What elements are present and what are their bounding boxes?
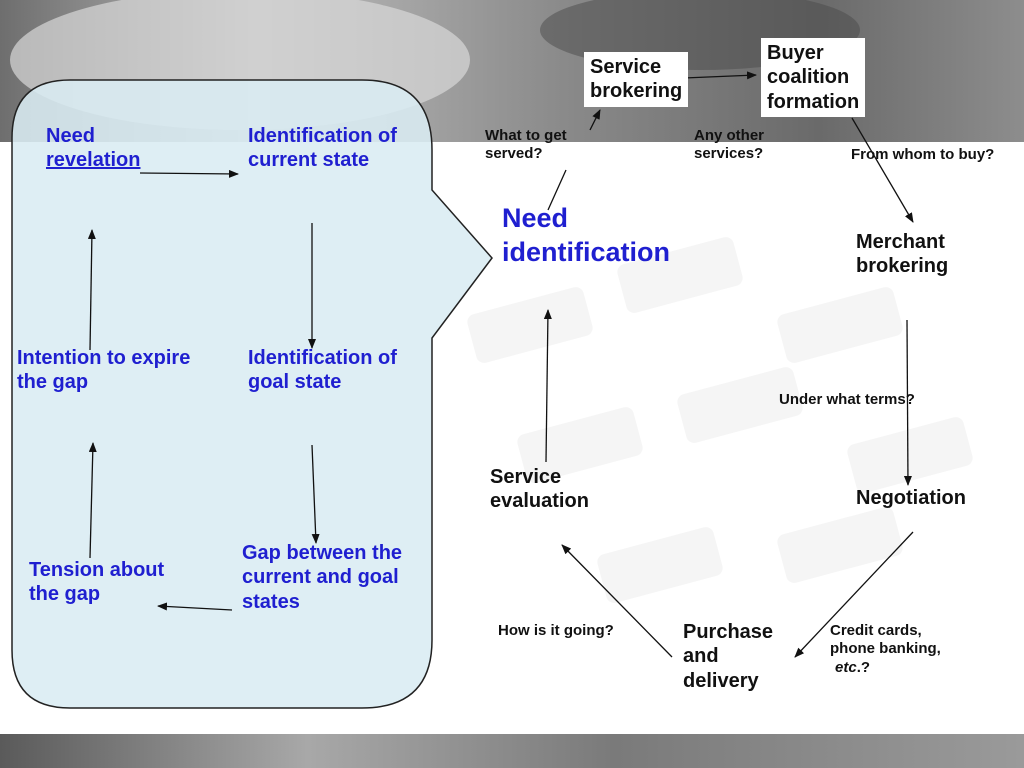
arrow-need-to-service-brokering xyxy=(547,169,567,211)
identification-goal-label: Identification of goal state xyxy=(248,347,397,394)
merchant-brokering-node: Merchant brokering xyxy=(856,231,949,278)
arrow-to-service-brokering xyxy=(589,109,601,131)
intention-expire-label: Intention to expire the gap xyxy=(17,347,191,394)
buyer-coalition-node: Buyer coalition formation xyxy=(761,38,866,118)
need-revelation-label: Need revelation xyxy=(46,125,141,172)
arrow-tension-to-intention xyxy=(88,442,97,559)
purchase-delivery-node: Purchase and delivery xyxy=(683,621,774,692)
need-identification-node: Need identification xyxy=(502,203,670,267)
arrow-merchant-to-negotiation xyxy=(903,319,912,486)
tension-gap-label: Tension about the gap xyxy=(29,559,165,606)
service-evaluation-node: Service evaluation xyxy=(490,466,589,513)
any-other-question: Any other services? xyxy=(694,127,765,163)
arrow-purchase-to-evaluation xyxy=(561,544,673,658)
service-brokering-node: Service brokering xyxy=(584,52,689,107)
under-what-terms-question: Under what terms? xyxy=(779,391,915,408)
arrow-gap-to-tension xyxy=(157,602,233,611)
arrow-revelation-to-current xyxy=(139,169,239,178)
callout-panel xyxy=(11,79,493,709)
credit-cards-question: Credit cards, phone banking, etc.? xyxy=(830,622,941,676)
arrow-service-to-buyer xyxy=(683,71,757,80)
what-to-get-question: What to get served? xyxy=(485,127,567,163)
arrow-goal-to-gap xyxy=(311,444,320,544)
identification-current-label: Identification of current state xyxy=(248,125,397,172)
negotiation-node: Negotiation xyxy=(856,487,966,509)
arrow-intention-to-revelation xyxy=(87,229,96,351)
how-going-question: How is it going? xyxy=(498,622,614,639)
arrow-negotiation-to-purchase xyxy=(794,531,914,658)
gap-between-label: Gap between the current and goal states xyxy=(242,542,403,613)
arrow-buyer-to-merchant xyxy=(851,117,914,223)
arrow-evaluation-to-need xyxy=(543,309,552,463)
from-whom-question: From whom to buy? xyxy=(851,146,995,163)
etc-line: etc.? xyxy=(835,658,871,676)
